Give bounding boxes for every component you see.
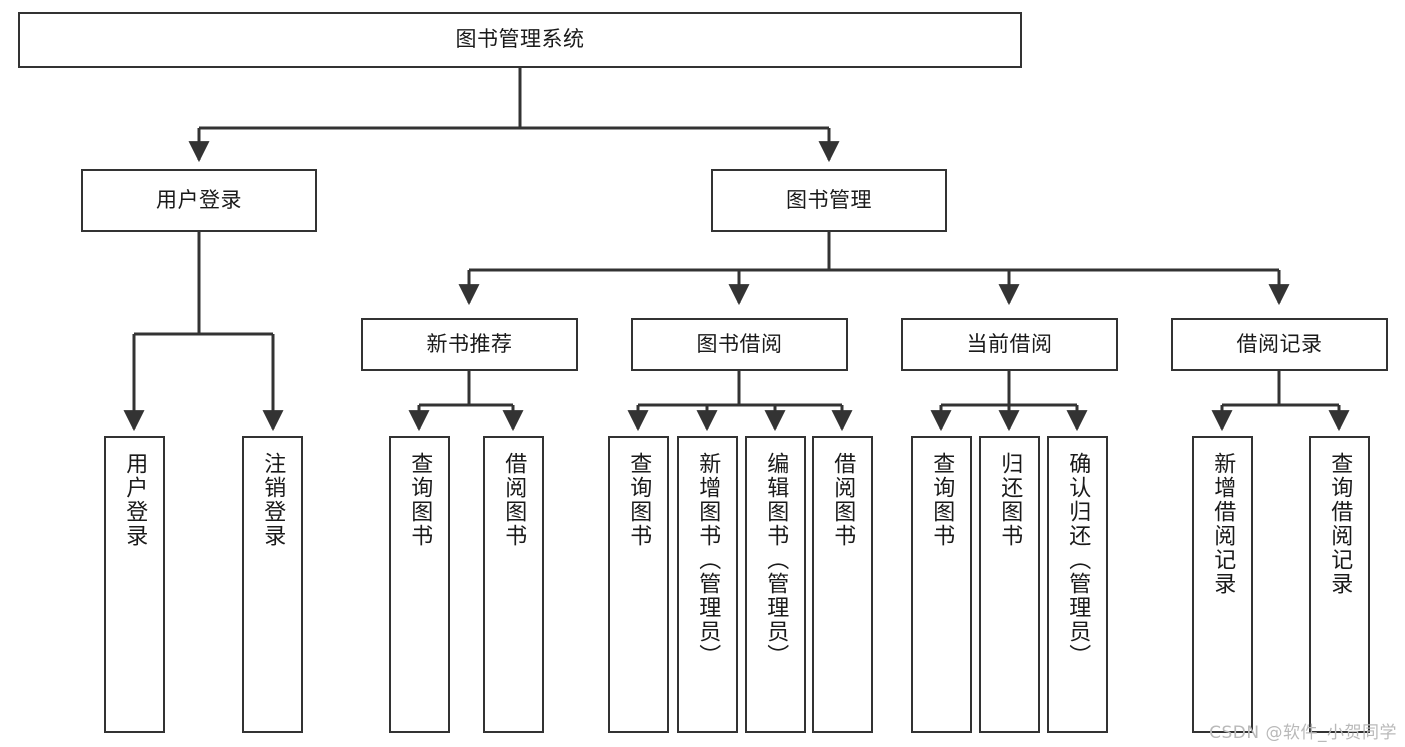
node-label: 借阅图书 xyxy=(501,452,527,548)
node-book-borrow[interactable]: 图书借阅 xyxy=(631,318,848,371)
node-leaf-query-borrow-record[interactable]: 查询借阅记录 xyxy=(1309,436,1370,733)
node-label: 图书管理 xyxy=(786,187,872,212)
node-label: 新书推荐 xyxy=(426,331,513,356)
node-leaf-query-book-rec[interactable]: 查询图书 xyxy=(389,436,450,733)
node-leaf-add-borrow-record[interactable]: 新增借阅记录 xyxy=(1192,436,1253,733)
node-new-book-recommend[interactable]: 新书推荐 xyxy=(361,318,578,371)
node-label: 查询借阅记录 xyxy=(1327,452,1353,596)
node-label: 查询图书 xyxy=(626,452,652,548)
node-leaf-user-logout[interactable]: 注销登录 xyxy=(242,436,303,733)
node-leaf-user-login[interactable]: 用户登录 xyxy=(104,436,165,733)
node-book-management[interactable]: 图书管理 xyxy=(711,169,947,232)
node-label: 注销登录 xyxy=(260,452,286,548)
node-leaf-borrow-book[interactable]: 借阅图书 xyxy=(812,436,873,733)
node-leaf-query-book-borrow[interactable]: 查询图书 xyxy=(608,436,669,733)
node-label: 当前借阅 xyxy=(966,331,1053,356)
node-label: 图书管理系统 xyxy=(455,27,585,52)
node-leaf-borrow-book-rec[interactable]: 借阅图书 xyxy=(483,436,544,733)
node-leaf-query-book-current[interactable]: 查询图书 xyxy=(911,436,972,733)
node-label: 新增图书（管理员） xyxy=(695,452,721,668)
node-user-login[interactable]: 用户登录 xyxy=(81,169,317,232)
node-label: 图书借阅 xyxy=(696,331,783,356)
node-leaf-return-book[interactable]: 归还图书 xyxy=(979,436,1040,733)
node-label: 编辑图书（管理员） xyxy=(763,452,789,668)
node-leaf-add-book[interactable]: 新增图书（管理员） xyxy=(677,436,738,733)
node-current-borrow[interactable]: 当前借阅 xyxy=(901,318,1118,371)
node-label: 用户登录 xyxy=(122,452,148,548)
node-label: 用户登录 xyxy=(156,187,242,212)
node-label: 借阅记录 xyxy=(1236,331,1323,356)
node-leaf-edit-book[interactable]: 编辑图书（管理员） xyxy=(745,436,806,733)
node-label: 查询图书 xyxy=(929,452,955,548)
node-label: 新增借阅记录 xyxy=(1210,452,1236,596)
node-root-book-management-system[interactable]: 图书管理系统 xyxy=(18,12,1022,68)
node-label: 确认归还（管理员） xyxy=(1065,452,1091,668)
node-label: 借阅图书 xyxy=(830,452,856,548)
node-label: 查询图书 xyxy=(407,452,433,548)
node-leaf-confirm-return[interactable]: 确认归还（管理员） xyxy=(1047,436,1108,733)
node-borrow-record[interactable]: 借阅记录 xyxy=(1171,318,1388,371)
node-label: 归还图书 xyxy=(997,452,1023,548)
